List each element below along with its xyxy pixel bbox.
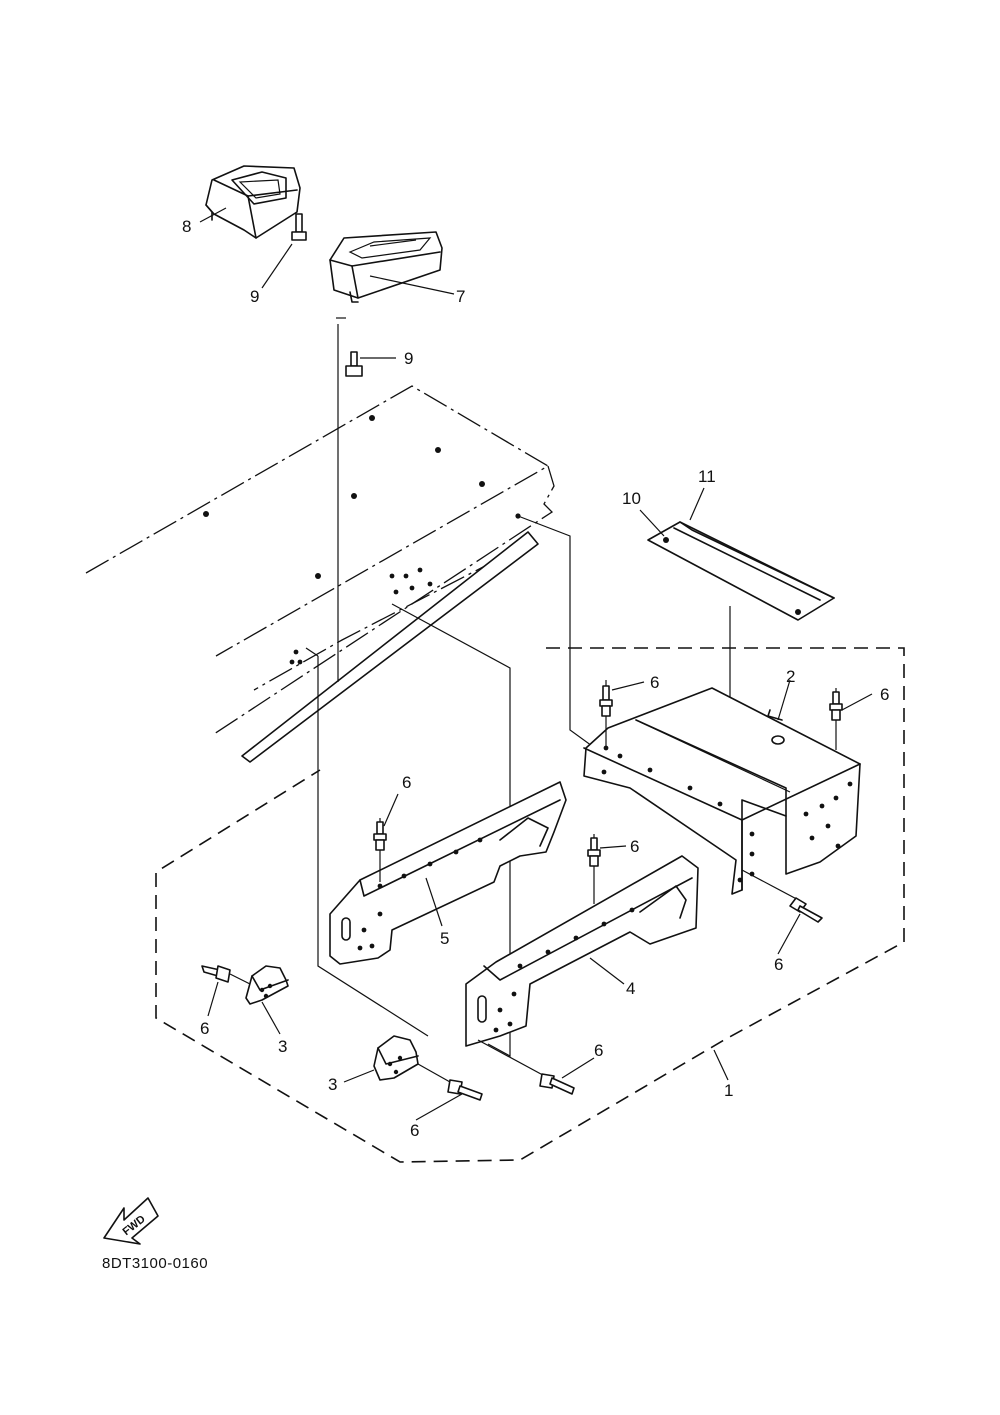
callout-2: 2: [786, 667, 795, 686]
hull-deck-outline: [85, 317, 731, 1058]
callout-11: 11: [698, 467, 716, 486]
callout-3: 3: [278, 1037, 287, 1056]
bolt-9-left: [291, 213, 307, 241]
rivet-6-right-bracket: [829, 688, 843, 750]
rivet-6-left-bracket: [599, 680, 613, 746]
rivet-6-cap-upper: [201, 965, 251, 985]
rivet-6-rail-5: [373, 818, 387, 882]
callout-7: 7: [456, 287, 465, 306]
bolt-9-right: [345, 351, 363, 377]
callout-9: 9: [404, 349, 413, 368]
callout-labels: 8 9 7 9 10 11 2 6 6 6 6 5 4 6 6 3 3 6 6 …: [182, 217, 889, 1140]
part-8-cover: [205, 165, 301, 239]
rivet-6-bracket-side: [789, 897, 823, 923]
callout-5: 5: [440, 929, 449, 948]
callout-6: 6: [410, 1121, 419, 1140]
callout-6: 6: [650, 673, 659, 692]
drawing-code: 8DT3100-0160: [102, 1255, 208, 1272]
callout-4: 4: [626, 979, 635, 998]
callout-6: 6: [774, 955, 783, 974]
callout-6: 6: [200, 1019, 209, 1038]
deck-holes: [203, 415, 521, 665]
part-3-cap-lower: [373, 1035, 419, 1081]
callout-3: 3: [328, 1075, 337, 1094]
part-7-cover: [329, 231, 443, 303]
callout-10: 10: [622, 489, 641, 508]
callout-6: 6: [630, 837, 639, 856]
rivet-6-rail-4: [587, 834, 601, 904]
part-4-rail: [465, 855, 699, 1081]
rivet-6-cap-lower: [417, 1063, 483, 1101]
part-3-cap-upper: [245, 965, 289, 1005]
callout-8: 8: [182, 217, 191, 236]
assembly-1-outline: [155, 647, 905, 1163]
callout-6: 6: [402, 773, 411, 792]
part-5-rail: [329, 781, 567, 965]
callout-6: 6: [594, 1041, 603, 1060]
callout-1: 1: [724, 1081, 733, 1100]
part-2-bracket: [583, 687, 861, 905]
callout-6: 6: [880, 685, 889, 704]
callout-9: 9: [250, 287, 259, 306]
fwd-arrow-icon: FWD: [103, 1197, 159, 1245]
leader-lines: [199, 207, 873, 1121]
rivet-6-rail-4-end: [539, 1073, 575, 1095]
